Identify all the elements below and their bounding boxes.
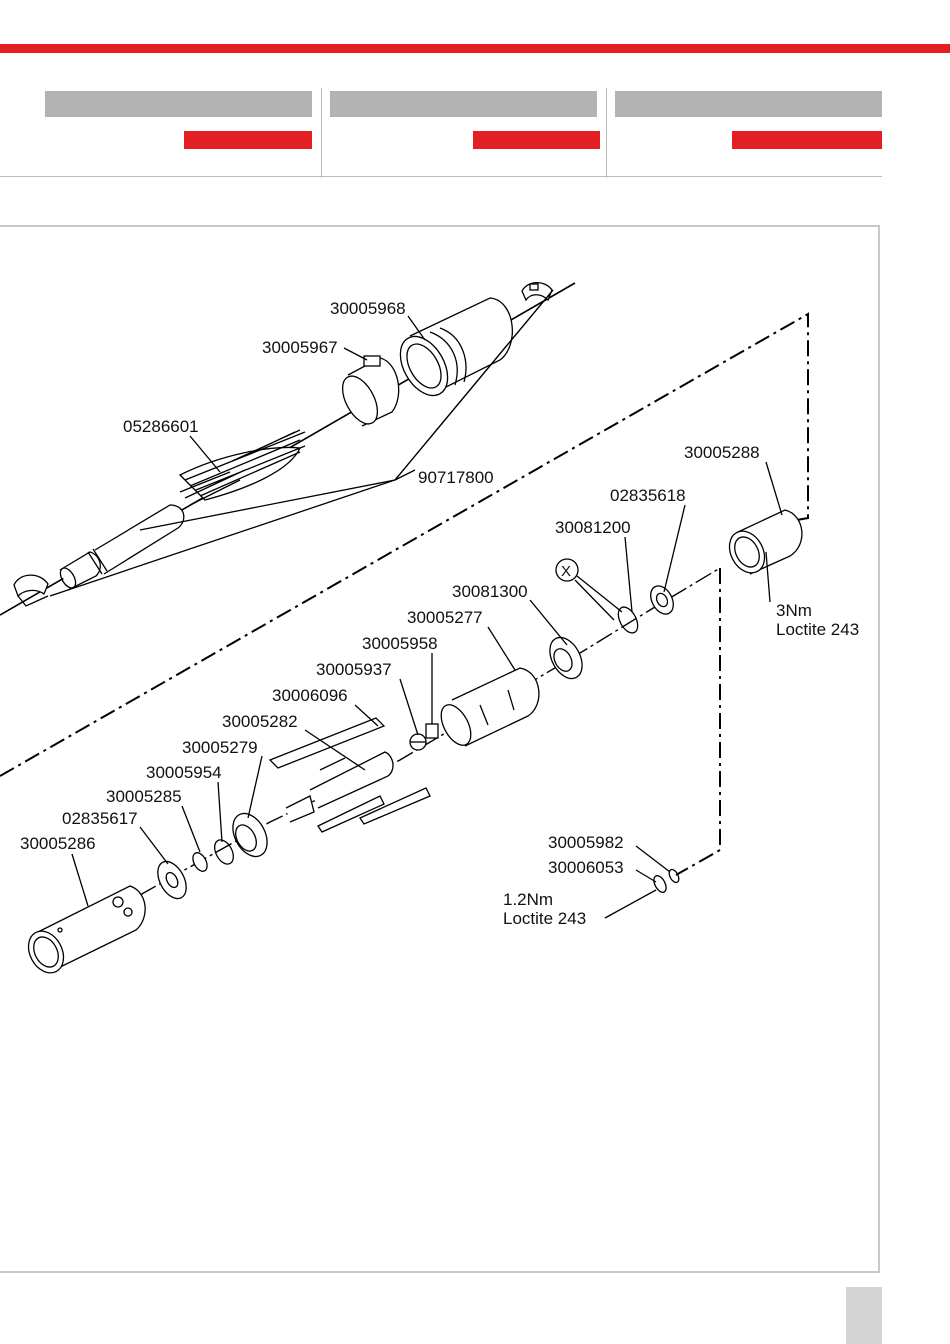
hose-assembly [57,505,184,591]
label-30005277: 30005277 [407,608,483,627]
label-30005967: 30005967 [262,338,338,357]
label-30005285: 30005285 [106,787,182,806]
cylinder-30005277 [435,668,539,750]
label-30005982: 30005982 [548,833,624,852]
marker-x-label: X [561,563,571,580]
label-30005279: 30005279 [182,738,258,757]
label-30005968: 30005968 [330,299,406,318]
label-30006096: 30006096 [272,686,348,705]
label-30005288: 30005288 [684,443,760,462]
bearing-02835618 [646,582,678,618]
label-30081300: 30081300 [452,582,528,601]
sleeve-30005968 [391,298,513,404]
label-30006053: 30006053 [548,858,624,877]
spacer-30005285 [190,850,210,873]
housing-30005288 [723,510,802,579]
label-30005954: 30005954 [146,763,222,782]
label-02835618: 02835618 [610,486,686,505]
torque-note-2-adhesive: Loctite 243 [503,909,586,928]
label-30005937: 30005937 [316,660,392,679]
brush-05286601 [180,430,305,505]
label-90717800: 90717800 [418,468,494,487]
part-30005937 [410,734,426,750]
band-clamp-30005967 [335,356,398,430]
end-plate-30081300 [543,632,588,684]
label-30005282: 30005282 [222,712,298,731]
ring-30005954 [211,837,237,867]
label-30081200: 30081200 [555,518,631,537]
part-30005958 [426,724,438,738]
bearing-02835617 [152,857,192,904]
screw-30005982 [667,868,681,884]
label-30005958: 30005958 [362,634,438,653]
label-30005286: 30005286 [20,834,96,853]
torque-note-1-torque: 3Nm [776,601,812,620]
housing-30005286 [22,886,146,979]
label-02835617: 02835617 [62,809,138,828]
clamp-left [14,575,48,606]
torque-note-1-adhesive: Loctite 243 [776,620,859,639]
torque-note-2-torque: 1.2Nm [503,890,553,909]
label-05286601: 05286601 [123,417,199,436]
